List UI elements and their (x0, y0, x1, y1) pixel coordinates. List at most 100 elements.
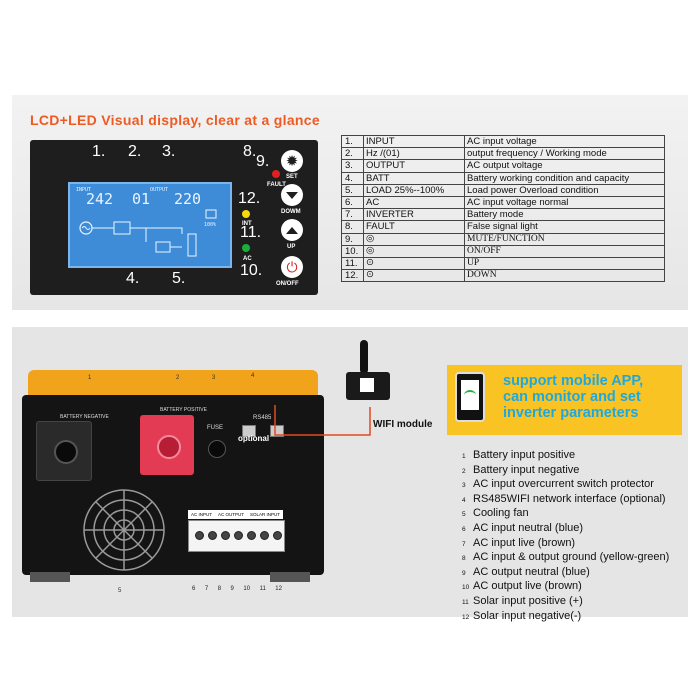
item-text: AC input neutral (blue) (473, 521, 584, 534)
terminal-9: 9 (230, 586, 234, 592)
item-text: AC input overcurrent switch protector (473, 478, 654, 491)
legend-item: AC (363, 195, 465, 210)
page-headline: LCD+LED Visual display, clear at a glanc… (30, 112, 320, 128)
lcd-output-value: 220 (174, 190, 202, 208)
legend-number: 1. (341, 134, 364, 149)
item-number: 1 (462, 453, 466, 460)
wifi-module-label: WIFI module (373, 419, 433, 430)
int-label: INT (242, 221, 252, 227)
item-text: Battery input positive (473, 449, 576, 461)
legend-number: 6. (341, 195, 364, 210)
callout-8: 8. (243, 143, 257, 160)
power-icon: ⏻ (286, 259, 298, 275)
callout-10: 10. (240, 262, 263, 279)
down-label: DOWM (281, 209, 301, 215)
legend-row: 12.⊙DOWN (341, 269, 665, 283)
legend-description: AC input voltage (464, 134, 665, 149)
callout-2: 2. (128, 143, 142, 160)
ac-input-group-label: AC INPUT (190, 512, 212, 517)
terminal-7: 7 (204, 586, 209, 592)
smartphone-icon (455, 372, 485, 422)
lcd-frequency-value: 01 (132, 190, 151, 208)
legend-item: Hz /(01) (363, 147, 465, 161)
legend-number: 11. (341, 256, 364, 271)
set-label: SET (286, 174, 298, 180)
terminal-11: 11 (259, 586, 266, 592)
up-button[interactable] (281, 219, 303, 241)
wifi-module-device (346, 372, 390, 400)
terminal-block-header: AC INPUT AC OUTPUT SOLAR INPUT (188, 510, 283, 519)
battery-negative-terminal (36, 421, 92, 481)
legend-description: MUTE/FUNCTION (464, 232, 665, 246)
item-text: Cooling fan (473, 507, 529, 520)
item-number: 12 (462, 613, 470, 621)
solar-input-group-label: SOLAR INPUT (249, 512, 280, 517)
legend-number: 5. (341, 183, 364, 197)
callout-2-label: 2 (176, 375, 180, 381)
lcd-output-label: OUTPUT (150, 187, 169, 193)
onoff-label: ON/OFF (276, 281, 299, 287)
item-number: 10 (462, 584, 470, 592)
item-number: 6 (462, 525, 466, 533)
gear-icon: ✹ (285, 152, 299, 170)
lcd-flow-diagram (79, 209, 217, 257)
fuse-label: FUSE (207, 425, 224, 431)
promo-line-1: support mobile APP, (503, 373, 644, 389)
control-panel-device: 1. 2. 3. 4. 5. 6. 7. 8. 9. 10. 11. 12. I… (30, 140, 318, 295)
arrow-up-icon (286, 226, 298, 234)
callout-12: 12. (238, 190, 261, 207)
onoff-button[interactable]: ⏻ (281, 256, 303, 278)
item-text: Solar input negative(-) (473, 609, 582, 622)
callout-1-label: 1 (88, 375, 92, 381)
legend-row: 10.◎ON/OFF (341, 244, 665, 258)
legend-description: Load power Overload condition (464, 183, 665, 197)
legend-item: ◎ (363, 244, 465, 258)
legend-description: output frequency / Working mode (464, 147, 665, 161)
list-item: 1 Battery input positive (462, 449, 669, 464)
cooling-fan-icon (83, 489, 165, 571)
legend-number: 9. (341, 232, 364, 246)
legend-description: AC input voltage normal (464, 195, 665, 210)
list-item: 6 AC input neutral (blue) (462, 522, 669, 537)
lcd-input-value: 242 (86, 190, 114, 208)
int-led (242, 210, 250, 218)
item-number: 9 (462, 569, 466, 577)
promo-line-3: inverter parameters (503, 405, 639, 421)
item-text: RS485WIFI network interface (optional) (473, 492, 666, 505)
item-number: 5 (462, 511, 466, 519)
callout-4-label: 4 (251, 373, 255, 379)
legend-item: LOAD 25%--100% (363, 183, 465, 197)
lcd-screen: INPUT OUTPUT 242 01 220 100% (68, 182, 232, 268)
legend-description: DOWN (464, 269, 665, 283)
arrow-down-icon (286, 191, 298, 199)
list-item: 5 Cooling fan (462, 507, 669, 522)
down-button[interactable] (281, 184, 303, 206)
legend-description: Battery mode (464, 208, 665, 222)
rs485-port (242, 425, 256, 437)
callout-5: 5. (172, 270, 186, 287)
legend-row: 5.LOAD 25%--100%Load power Overload cond… (341, 183, 665, 197)
fault-led (272, 170, 280, 178)
terminal-block (188, 520, 285, 552)
legend-item: BATT (363, 171, 465, 185)
legend-row: 2.Hz /(01)output frequency / Working mod… (341, 147, 665, 161)
legend-row: 11.⊙UP (341, 256, 665, 271)
item-text: AC input & output ground (yellow-green) (473, 551, 670, 564)
legend-number: 2. (341, 147, 364, 161)
set-button[interactable]: ✹ (281, 150, 303, 172)
legend-item: OUTPUT (363, 159, 465, 173)
item-number: 3 (462, 482, 466, 490)
legend-description: ON/OFF (464, 244, 665, 258)
legend-row: 9.◎MUTE/FUNCTION (341, 232, 665, 246)
lcd-input-label: INPUT (76, 187, 92, 193)
